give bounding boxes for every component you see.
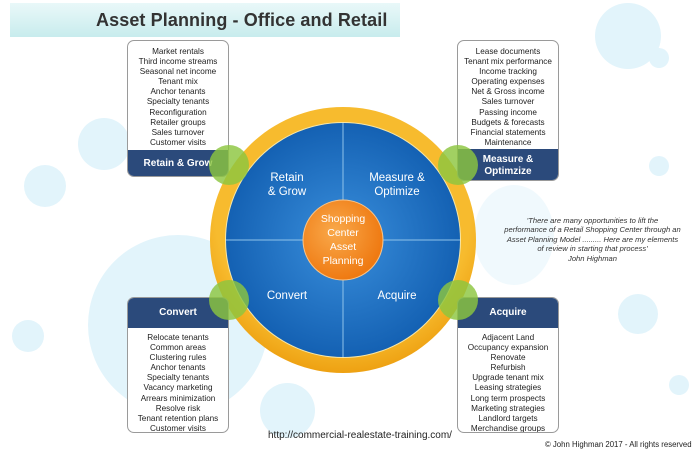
quadrant-label-acquire: Acquire	[378, 290, 417, 302]
center-label-line: Planning	[323, 255, 364, 267]
heading-line: Measure &	[482, 153, 534, 165]
list-item: Budgets & forecasts	[471, 117, 545, 127]
list-item: Sales turnover	[481, 97, 535, 107]
list-item: Specialty tenants	[146, 373, 210, 383]
list-item: Refurbish	[490, 363, 526, 373]
list-item: Reconfiguration	[149, 107, 207, 117]
quote: 'There are many opportunities to lift th…	[495, 216, 690, 263]
quadrant-label-retain-grow: Retain	[270, 172, 303, 184]
list-item: Adjacent Land	[481, 333, 535, 342]
center-hub	[302, 199, 384, 281]
list-item: Vacancy marketing	[143, 383, 213, 393]
background-bubble	[78, 118, 130, 170]
measure-optimize-items: Lease documents Tenant mix performance I…	[458, 41, 558, 149]
list-item: Relocate tenants	[147, 333, 209, 342]
list-item: Marketing strategies	[471, 403, 545, 413]
list-item: Customer visits	[150, 137, 206, 147]
acquire-box: Acquire Adjacent Land Occupancy expansio…	[457, 297, 559, 433]
title-banner	[10, 3, 400, 37]
background-bubble	[669, 375, 689, 395]
background-bubble	[12, 320, 44, 352]
list-item: Landlord targets	[478, 413, 538, 423]
list-item: Anchor tenants	[150, 363, 206, 373]
list-item: Operating expenses	[471, 77, 545, 87]
copyright-notice: © John Highman 2017 - All rights reserve…	[545, 440, 692, 449]
convert-box: Convert Relocate tenants Common areas Cl…	[127, 297, 229, 433]
center-label: Shopping Center Asset Planning	[321, 213, 366, 267]
list-item: Specialty tenants	[146, 97, 210, 107]
heading-line: Optimzize	[484, 165, 532, 177]
list-item: Renovate	[490, 353, 526, 363]
convert-heading: Convert	[128, 298, 228, 328]
list-item: Income tracking	[479, 67, 537, 77]
list-item: Long term prospects	[470, 393, 546, 403]
quote-line: 'There are many opportunities to lift th…	[526, 216, 659, 225]
list-item: Upgrade tenant mix	[472, 373, 544, 383]
list-item: Third income streams	[138, 57, 218, 67]
acquire-heading: Acquire	[458, 298, 558, 328]
background-bubble	[24, 165, 66, 207]
list-item: Tenant mix performance	[464, 57, 552, 67]
list-item: Retailer groups	[150, 117, 206, 127]
list-item: Net & Gross income	[471, 87, 545, 97]
list-item: Maintenance	[484, 137, 532, 147]
convert-items: Relocate tenants Common areas Clustering…	[128, 328, 228, 433]
acquire-items: Adjacent Land Occupancy expansion Renova…	[458, 328, 558, 433]
retain-grow-heading: Retain & Grow	[128, 150, 228, 176]
list-item: Occupancy expansion	[467, 343, 549, 353]
list-item: Clustering rules	[149, 353, 207, 363]
measure-optimize-box: Lease documents Tenant mix performance I…	[457, 40, 559, 181]
list-item: Customer visits	[150, 423, 206, 433]
quote-line: of review in starting that process'	[537, 244, 648, 254]
list-item: Arrears minimization	[140, 393, 216, 403]
website-link[interactable]: http://commercial-realestate-training.co…	[268, 430, 452, 441]
quote-line: performance of a Retail Shopping Center …	[504, 225, 681, 235]
retain-grow-box: Market rentals Third income streams Seas…	[127, 40, 229, 177]
list-item: Sales turnover	[151, 127, 205, 137]
background-bubble	[260, 383, 315, 438]
list-item: Passing income	[479, 107, 537, 117]
list-item: Merchandise groups	[470, 423, 546, 433]
quote-line: Asset Planning Model ......... Here are …	[506, 234, 679, 244]
list-item: Seasonal net income	[139, 67, 217, 77]
measure-optimize-heading: Measure & Optimzize	[458, 149, 558, 180]
center-label-line: Center	[327, 227, 359, 239]
center-label-line: Shopping	[321, 213, 366, 225]
list-item: Market rentals	[152, 47, 204, 56]
quote-author: John Highman	[568, 253, 617, 263]
background-bubble	[618, 294, 658, 334]
list-item: Anchor tenants	[150, 87, 206, 97]
list-item: Tenant mix	[158, 77, 198, 87]
quadrant-label-retain-grow: & Grow	[268, 186, 307, 198]
list-item: Common areas	[150, 343, 206, 353]
background-bubble	[474, 185, 554, 285]
retain-grow-items: Market rentals Third income streams Seas…	[128, 41, 228, 150]
page-title: Asset Planning - Office and Retail	[96, 10, 388, 30]
quadrant-label-measure-optimize: Measure &	[369, 172, 425, 184]
background-bubble	[649, 48, 669, 68]
quadrant-label-convert: Convert	[267, 290, 308, 302]
background-bubble	[649, 156, 669, 176]
list-item: Financial statements	[470, 127, 546, 137]
list-item: Lease documents	[475, 47, 541, 56]
list-item: Leasing strategies	[474, 383, 542, 393]
center-label-line: Asset	[330, 241, 356, 253]
list-item: Tenant retention plans	[137, 413, 219, 423]
quadrant-label-measure-optimize: Optimize	[374, 186, 419, 198]
list-item: Resolve risk	[155, 403, 201, 413]
